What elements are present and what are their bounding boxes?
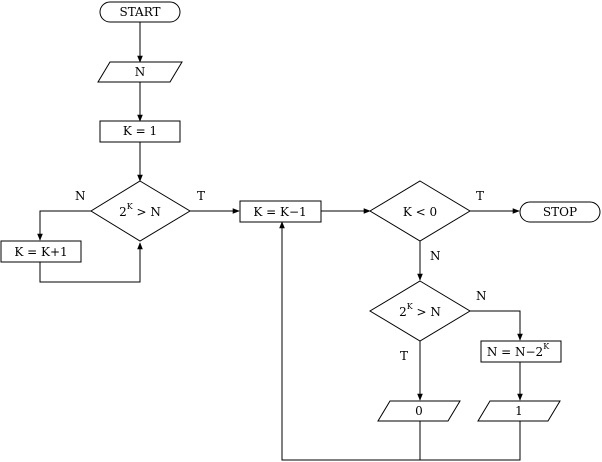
cond1-true-label: T <box>197 189 205 203</box>
start-node: START <box>99 1 181 23</box>
cond1-false-label: N <box>75 189 86 203</box>
cond3-false-label: N <box>476 289 487 303</box>
edge-cond1-false <box>37 210 91 241</box>
start-label: START <box>119 5 160 19</box>
cond3-rest: > N <box>413 305 441 319</box>
edge-out1-return <box>279 221 521 461</box>
cond2-false-label: N <box>430 249 441 263</box>
cond3-node: 2K > N <box>369 280 471 342</box>
update-n-exp: K <box>543 342 550 351</box>
dec-k-node: K = K−1 <box>239 200 322 223</box>
output-1-label: 1 <box>515 404 523 418</box>
edge-inc-loop <box>39 242 143 283</box>
inc-k-label: K = K+1 <box>14 245 67 259</box>
edge-labels: N T T N N T <box>75 189 487 363</box>
cond1-rest: > N <box>133 205 161 219</box>
cond3-exp: K <box>407 302 414 311</box>
cond3-true-label: T <box>400 349 408 363</box>
cond1-label: 2K > N <box>119 202 161 219</box>
output-0-label: 0 <box>415 404 423 418</box>
output-1-node: 1 <box>477 400 561 422</box>
init-k-label: K = 1 <box>123 124 157 138</box>
edge-cond3-false <box>470 310 523 341</box>
inc-k-node: K = K+1 <box>0 240 82 263</box>
cond1-exp: K <box>127 202 134 211</box>
stop-label: STOP <box>543 205 577 219</box>
dec-k-label: K = K−1 <box>253 205 306 219</box>
cond3-base: 2 <box>399 305 407 319</box>
cond1-base: 2 <box>119 205 127 219</box>
input-n-label: N <box>135 65 146 79</box>
cond2-node: K < 0 <box>369 180 471 242</box>
cond2-label: K < 0 <box>403 205 437 219</box>
output-0-node: 0 <box>377 400 461 422</box>
update-n-label: N = N−2K <box>487 342 550 359</box>
update-n-node: N = N−2K <box>480 340 562 363</box>
init-k-node: K = 1 <box>99 120 181 143</box>
cond3-label: 2K > N <box>399 302 441 319</box>
input-n-node: N <box>97 61 183 83</box>
connectors <box>37 22 523 461</box>
stop-node: STOP <box>519 201 601 223</box>
update-n-text: N = N−2 <box>487 345 543 359</box>
cond2-true-label: T <box>476 189 484 203</box>
cond1-node: 2K > N <box>90 180 191 242</box>
